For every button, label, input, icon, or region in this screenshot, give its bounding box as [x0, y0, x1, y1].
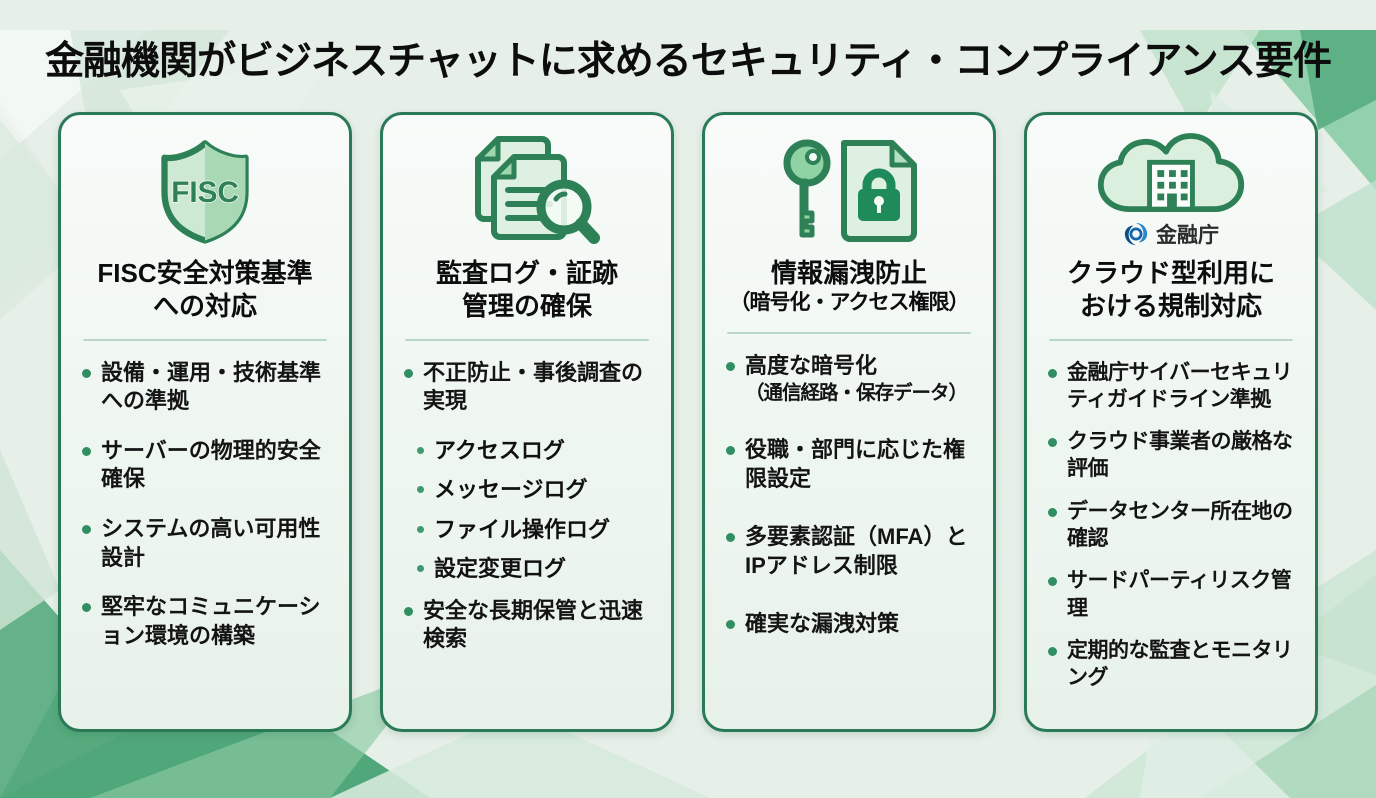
card-audit-log-bullets: 不正防止・事後調査の実現 [399, 359, 655, 416]
divider [405, 338, 649, 341]
fisc-shield-icon: FISC [77, 133, 333, 249]
cloud-building-icon: 金融庁 [1043, 133, 1299, 249]
list-item: サーバーの物理的安全確保 [79, 437, 333, 494]
list-item: データセンター所在地の確認 [1045, 498, 1299, 553]
list-item: 金融庁サイバーセキュリティガイドライン準拠 [1045, 359, 1299, 414]
card-cloud-regulation: 金融庁 クラウド型利用に おける規制対応 金融庁サイバーセキュリティガイドライン… [1024, 112, 1318, 732]
card-leak-prevention-title: 情報漏洩防止 （暗号化・アクセス権限） [729, 258, 970, 315]
card-audit-log-bullets-2: 安全な長期保管と迅速検索 [399, 597, 655, 654]
card-audit-log: 監査ログ・証跡 管理の確保 不正防止・事後調査の実現 アクセスログ メッセージロ… [380, 112, 674, 732]
card-fisc-title: FISC安全対策基準 への対応 [97, 258, 313, 322]
key-lock-document-icon [721, 133, 977, 249]
divider [83, 338, 327, 341]
card-leak-prevention: 情報漏洩防止 （暗号化・アクセス権限） 高度な暗号化 （通信経路・保存データ） … [702, 112, 996, 732]
card-audit-log-sub-bullets: アクセスログ メッセージログ ファイル操作ログ 設定変更ログ [415, 437, 655, 583]
divider [727, 332, 971, 335]
card-cloud-regulation-bullets: 金融庁サイバーセキュリティガイドライン準拠 クラウド事業者の厳格な評価 データセ… [1043, 359, 1299, 692]
fsa-logo-icon [1124, 222, 1148, 246]
card-audit-log-title: 監査ログ・証跡 管理の確保 [435, 258, 618, 322]
list-item: アクセスログ [415, 437, 655, 465]
divider [1049, 338, 1293, 341]
list-item: 高度な暗号化 （通信経路・保存データ） [723, 352, 977, 406]
card-cloud-regulation-title: クラウド型利用に おける規制対応 [1066, 258, 1275, 322]
list-item: ファイル操作ログ [415, 516, 655, 544]
documents-magnifier-icon [399, 133, 655, 249]
list-item: メッセージログ [415, 476, 655, 504]
card-fisc-bullets: 設備・運用・技術基準への準拠 サーバーの物理的安全確保 システムの高い可用性設計… [77, 359, 333, 651]
bullet-note: （通信経路・保存データ） [745, 381, 968, 404]
list-item: 多要素認証（MFA）とIPアドレス制限 [723, 523, 977, 580]
list-item: サードパーティリスク管理 [1045, 567, 1299, 622]
list-item: 安全な長期保管と迅速検索 [401, 597, 655, 654]
card-fisc: FISC FISC安全対策基準 への対応 設備・運用・技術基準への準拠 サーバー… [58, 112, 352, 732]
list-item: クラウド事業者の厳格な評価 [1045, 428, 1299, 483]
list-item: 定期的な監査とモニタリング [1045, 637, 1299, 692]
fisc-shield-label: FISC [171, 176, 239, 209]
cards-row: FISC FISC安全対策基準 への対応 設備・運用・技術基準への準拠 サーバー… [58, 112, 1318, 732]
list-item: 不正防止・事後調査の実現 [401, 359, 655, 416]
list-item: 確実な漏洩対策 [723, 610, 977, 639]
list-item: 役職・部門に応じた権限設定 [723, 436, 977, 493]
page-title: 金融機関がビジネスチャットに求めるセキュリティ・コンプライアンス要件 [45, 40, 1332, 83]
list-item: システムの高い可用性設計 [79, 515, 333, 572]
list-item: 堅牢なコミュニケーション環境の構築 [79, 593, 333, 650]
fsa-logo-row: 金融庁 [1123, 219, 1219, 249]
list-item: 設定変更ログ [415, 555, 655, 583]
card-leak-prevention-bullets: 高度な暗号化 （通信経路・保存データ） 役職・部門に応じた権限設定 多要素認証（… [721, 352, 977, 639]
list-item: 設備・運用・技術基準への準拠 [79, 359, 333, 416]
fsa-logo-label: 金融庁 [1156, 224, 1219, 247]
